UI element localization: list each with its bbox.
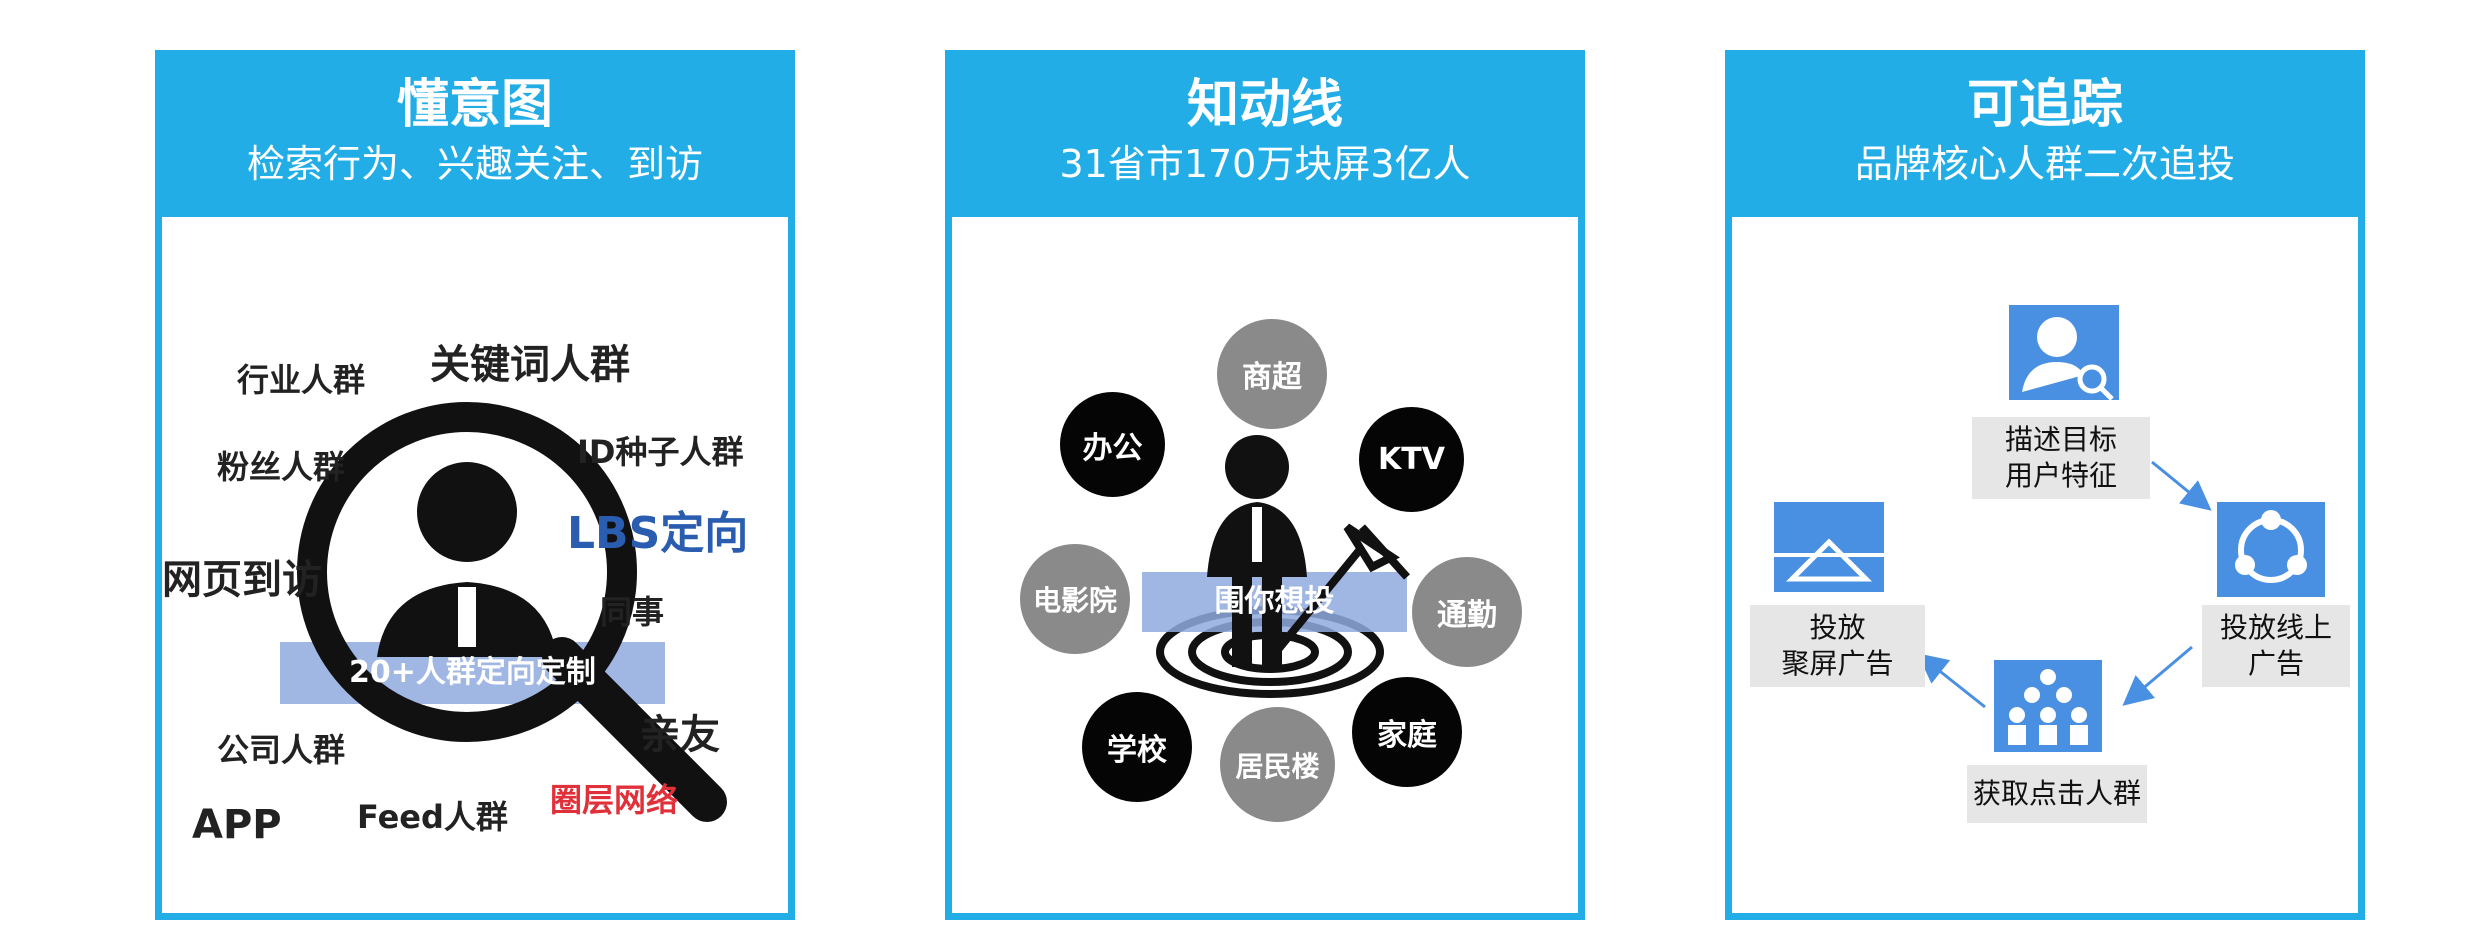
keyword-id-seed: ID种子人群 [577, 433, 744, 471]
step-online-ads: 投放线上 广告 [2202, 605, 2350, 687]
keyword-banner: 20+人群定向定制 [349, 655, 596, 690]
place-home: 家庭 [1352, 677, 1462, 787]
panel-intent: 懂意图 检索行为、兴趣关注、到访 行业人群 关键词人群 粉丝人群 ID种子人群 … [155, 50, 795, 920]
panel-intent-subtitle: 检索行为、兴趣关注、到访 [246, 142, 703, 186]
panel-trace: 可追踪 品牌核心人群二次追投 [1725, 50, 2365, 920]
panel-intent-header: 懂意图 检索行为、兴趣关注、到访 [162, 57, 788, 217]
place-school: 学校 [1082, 692, 1192, 802]
step-capture-clicks: 获取点击人群 [1967, 765, 2147, 823]
group-icon [1994, 660, 2102, 752]
keyword-lbs: LBS定向 [567, 508, 749, 559]
panel-trace-subtitle: 品牌核心人群二次追投 [1854, 142, 2235, 186]
place-cinema: 电影院 [1020, 544, 1130, 654]
target-person-icon [1142, 435, 1410, 698]
keyword-colleague: 同事 [600, 593, 665, 631]
panel-trace-header: 可追踪 品牌核心人群二次追投 [1732, 57, 2358, 217]
panel-route: 知动线 31省市170万块屏3亿人 围你想投 商超 办公 KTV 电影院 通勤 … [945, 50, 1585, 920]
panel-trace-title: 可追踪 [1966, 75, 2123, 135]
panel-route-title: 知动线 [1186, 75, 1343, 135]
screen-icon [1774, 502, 1884, 592]
keyword-web-visit: 网页到访 [162, 557, 322, 603]
keyword-search: 关键词人群 [430, 342, 630, 388]
step-describe-users: 描述目标 用户特征 [1972, 417, 2150, 499]
panel-intent-title: 懂意图 [396, 75, 553, 135]
target-banner: 围你想投 [1214, 584, 1335, 619]
keyword-industry: 行业人群 [237, 361, 366, 399]
magnifier-person-icon [280, 402, 727, 822]
panel-route-header: 知动线 31省市170万块屏3亿人 [952, 57, 1578, 217]
keyword-company: 公司人群 [217, 731, 346, 769]
place-commute: 通勤 [1412, 557, 1522, 667]
place-ktv: KTV [1359, 407, 1464, 512]
place-residential: 居民楼 [1220, 707, 1335, 822]
keyword-app: APP [192, 802, 282, 848]
trace-flow-diagram [1774, 305, 2325, 752]
keyword-fans: 粉丝人群 [217, 448, 346, 486]
keyword-circle-network: 圈层网络 [550, 781, 679, 819]
share-icon [2217, 502, 2325, 597]
step-screen-ads: 投放 聚屏广告 [1750, 605, 1925, 687]
place-office: 办公 [1060, 392, 1165, 497]
panel-route-subtitle: 31省市170万块屏3亿人 [1059, 142, 1471, 186]
user-search-icon [2009, 305, 2119, 401]
keyword-feed: Feed人群 [357, 798, 508, 836]
keyword-relatives: 亲友 [640, 712, 720, 758]
place-supermarket: 商超 [1217, 319, 1327, 429]
